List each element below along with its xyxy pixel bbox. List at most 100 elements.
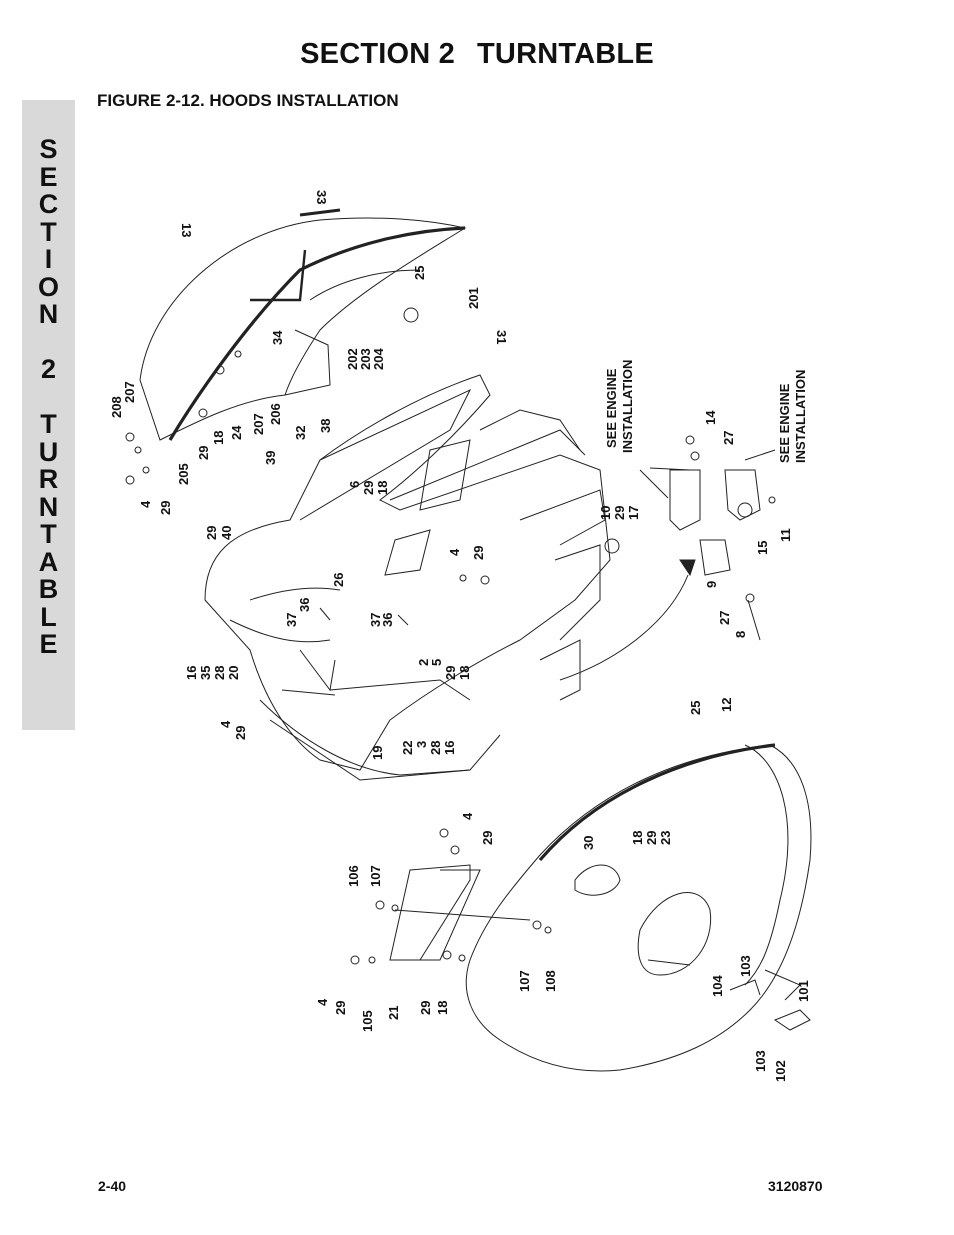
callout: 201 (466, 287, 481, 309)
callout: 8 (733, 631, 748, 638)
section-header: SECTION 2 TURNTABLE (0, 38, 954, 71)
callout: 37 (284, 613, 299, 627)
callout: 26 (331, 573, 346, 587)
callout: 16 (184, 666, 199, 680)
callout: 21 (386, 1006, 401, 1020)
bottom-hood-seal (538, 743, 776, 862)
callout: 101 (796, 980, 811, 1002)
callout: 29 (158, 501, 173, 515)
callout: 4 (138, 500, 153, 508)
callout: 17 (626, 506, 641, 520)
callout: 11 (778, 528, 793, 542)
callout: 202 (345, 348, 360, 370)
callout: 16 (442, 741, 457, 755)
note-installation-1: INSTALLATION (620, 360, 635, 453)
callout: 28 (428, 741, 443, 755)
callout: 25 (688, 701, 703, 715)
callout: 37 (368, 613, 383, 627)
top-hood-outline (139, 217, 467, 441)
callout: 39 (263, 451, 278, 465)
callout: 32 (293, 426, 308, 440)
callout: 207 (251, 413, 266, 435)
callout: 36 (297, 598, 312, 612)
hinge-bracket (669, 469, 701, 531)
callout: 30 (581, 836, 596, 850)
callout: 25 (412, 266, 427, 280)
callout: 29 (644, 831, 659, 845)
callout: 107 (368, 865, 383, 887)
callout: 204 (371, 348, 386, 370)
callout: 13 (179, 223, 194, 237)
callout: 23 (658, 831, 673, 845)
callout: 14 (703, 410, 718, 425)
callout: 18 (375, 481, 390, 495)
callout: 29 (204, 526, 219, 540)
callout: 31 (494, 330, 509, 344)
document-number: 3120870 (768, 1178, 823, 1194)
callout: 2 (416, 659, 431, 666)
callout: 29 (196, 446, 211, 460)
callout: 19 (370, 746, 385, 760)
callout: 29 (333, 1001, 348, 1015)
callout: 104 (710, 975, 725, 997)
callout: 103 (738, 955, 753, 977)
callout: 5 (429, 659, 444, 666)
callout: 34 (270, 330, 285, 345)
callout: 3 (414, 741, 429, 748)
callout: 107 (517, 970, 532, 992)
callout: 29 (233, 726, 248, 740)
callout: 206 (268, 403, 283, 425)
lower-hinge-plate (389, 864, 471, 961)
note-installation-2: INSTALLATION (793, 370, 808, 463)
callout: 22 (400, 741, 415, 755)
callout: 208 (109, 396, 124, 418)
callout: 15 (755, 541, 770, 555)
callout: 29 (418, 1001, 433, 1015)
callout: 18 (630, 831, 645, 845)
callout: 205 (176, 463, 191, 485)
callout: 18 (211, 431, 226, 445)
callout: 105 (360, 1010, 375, 1032)
callout: 29 (480, 831, 495, 845)
section-title: TURNTABLE (477, 38, 654, 70)
callout: 103 (753, 1050, 768, 1072)
callout: 29 (443, 666, 458, 680)
diagram-linework (125, 208, 812, 1072)
callout: 10 (598, 506, 613, 520)
callout: 4 (315, 998, 330, 1006)
note-see-engine-2: SEE ENGINE (777, 383, 792, 463)
callout: 4 (460, 812, 475, 820)
note-see-engine-1: SEE ENGINE (604, 368, 619, 448)
callout: 27 (721, 431, 736, 445)
page-number: 2-40 (98, 1178, 127, 1194)
callout: 4 (447, 548, 462, 556)
callout: 38 (318, 419, 333, 433)
callout: 9 (704, 581, 719, 588)
callout: 108 (543, 970, 558, 992)
callout: 29 (471, 546, 486, 560)
callout: 40 (219, 526, 234, 540)
callout: 36 (380, 613, 395, 627)
callout: 102 (773, 1060, 788, 1082)
callout: 4 (218, 720, 233, 728)
callout: 18 (435, 1001, 450, 1015)
callout: 33 (314, 190, 329, 204)
callout: 35 (198, 666, 213, 680)
figure-title: FIGURE 2-12. HOODS INSTALLATION (97, 91, 399, 110)
callout: 203 (358, 348, 373, 370)
callout: 20 (226, 666, 241, 680)
callout: 207 (122, 381, 137, 403)
callout-labels: 33 13 25 201 34 202 203 204 31 208 207 2… (109, 190, 811, 1082)
side-tab-letters: S E C T I O N 2 T U R N T A B L E (37, 134, 59, 659)
callout: 12 (719, 698, 734, 712)
turntable-frame (204, 374, 611, 771)
callout: 24 (229, 425, 244, 440)
callout: 18 (457, 666, 472, 680)
section-number: SECTION 2 (300, 38, 456, 70)
callout: 28 (212, 666, 227, 680)
callout: 27 (717, 611, 732, 625)
callout: 6 (347, 481, 362, 488)
callout: 29 (612, 506, 627, 520)
callout: 106 (346, 865, 361, 887)
